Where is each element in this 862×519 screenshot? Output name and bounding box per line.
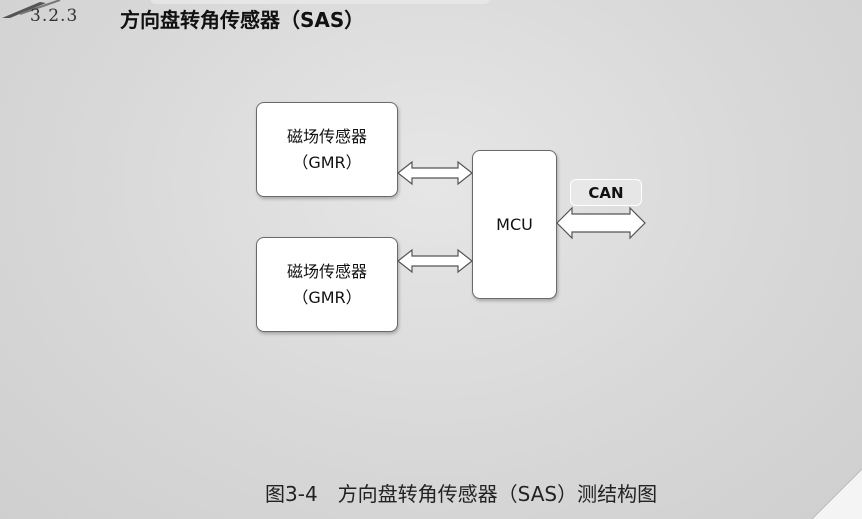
- section-number: 3.2.3: [30, 6, 79, 26]
- gmr-sensor-box-top: 磁场传感器 （GMR）: [256, 102, 398, 197]
- sensor-type: （GMR）: [292, 152, 362, 172]
- double-arrow-bottom: [397, 248, 473, 274]
- sensor-name: 磁场传感器: [286, 126, 367, 146]
- figure-caption: 图3-4 方向盘转角传感器（SAS）测结构图: [265, 482, 658, 506]
- mcu-box: MCU: [472, 150, 557, 299]
- double-arrow-can: [556, 206, 646, 240]
- section-title: 方向盘转角传感器（SAS）: [120, 8, 365, 32]
- double-arrow-top: [397, 160, 473, 186]
- can-label: CAN: [570, 179, 642, 206]
- sensor-name: 磁场传感器: [286, 261, 367, 281]
- sensor-type: （GMR）: [292, 287, 362, 307]
- mcu-label: MCU: [496, 214, 533, 234]
- gmr-sensor-box-bottom: 磁场传感器 （GMR）: [256, 237, 398, 332]
- page-corner-decor: [811, 468, 862, 519]
- top-decor-bar: [150, 0, 490, 4]
- pen-icon: [2, 0, 61, 18]
